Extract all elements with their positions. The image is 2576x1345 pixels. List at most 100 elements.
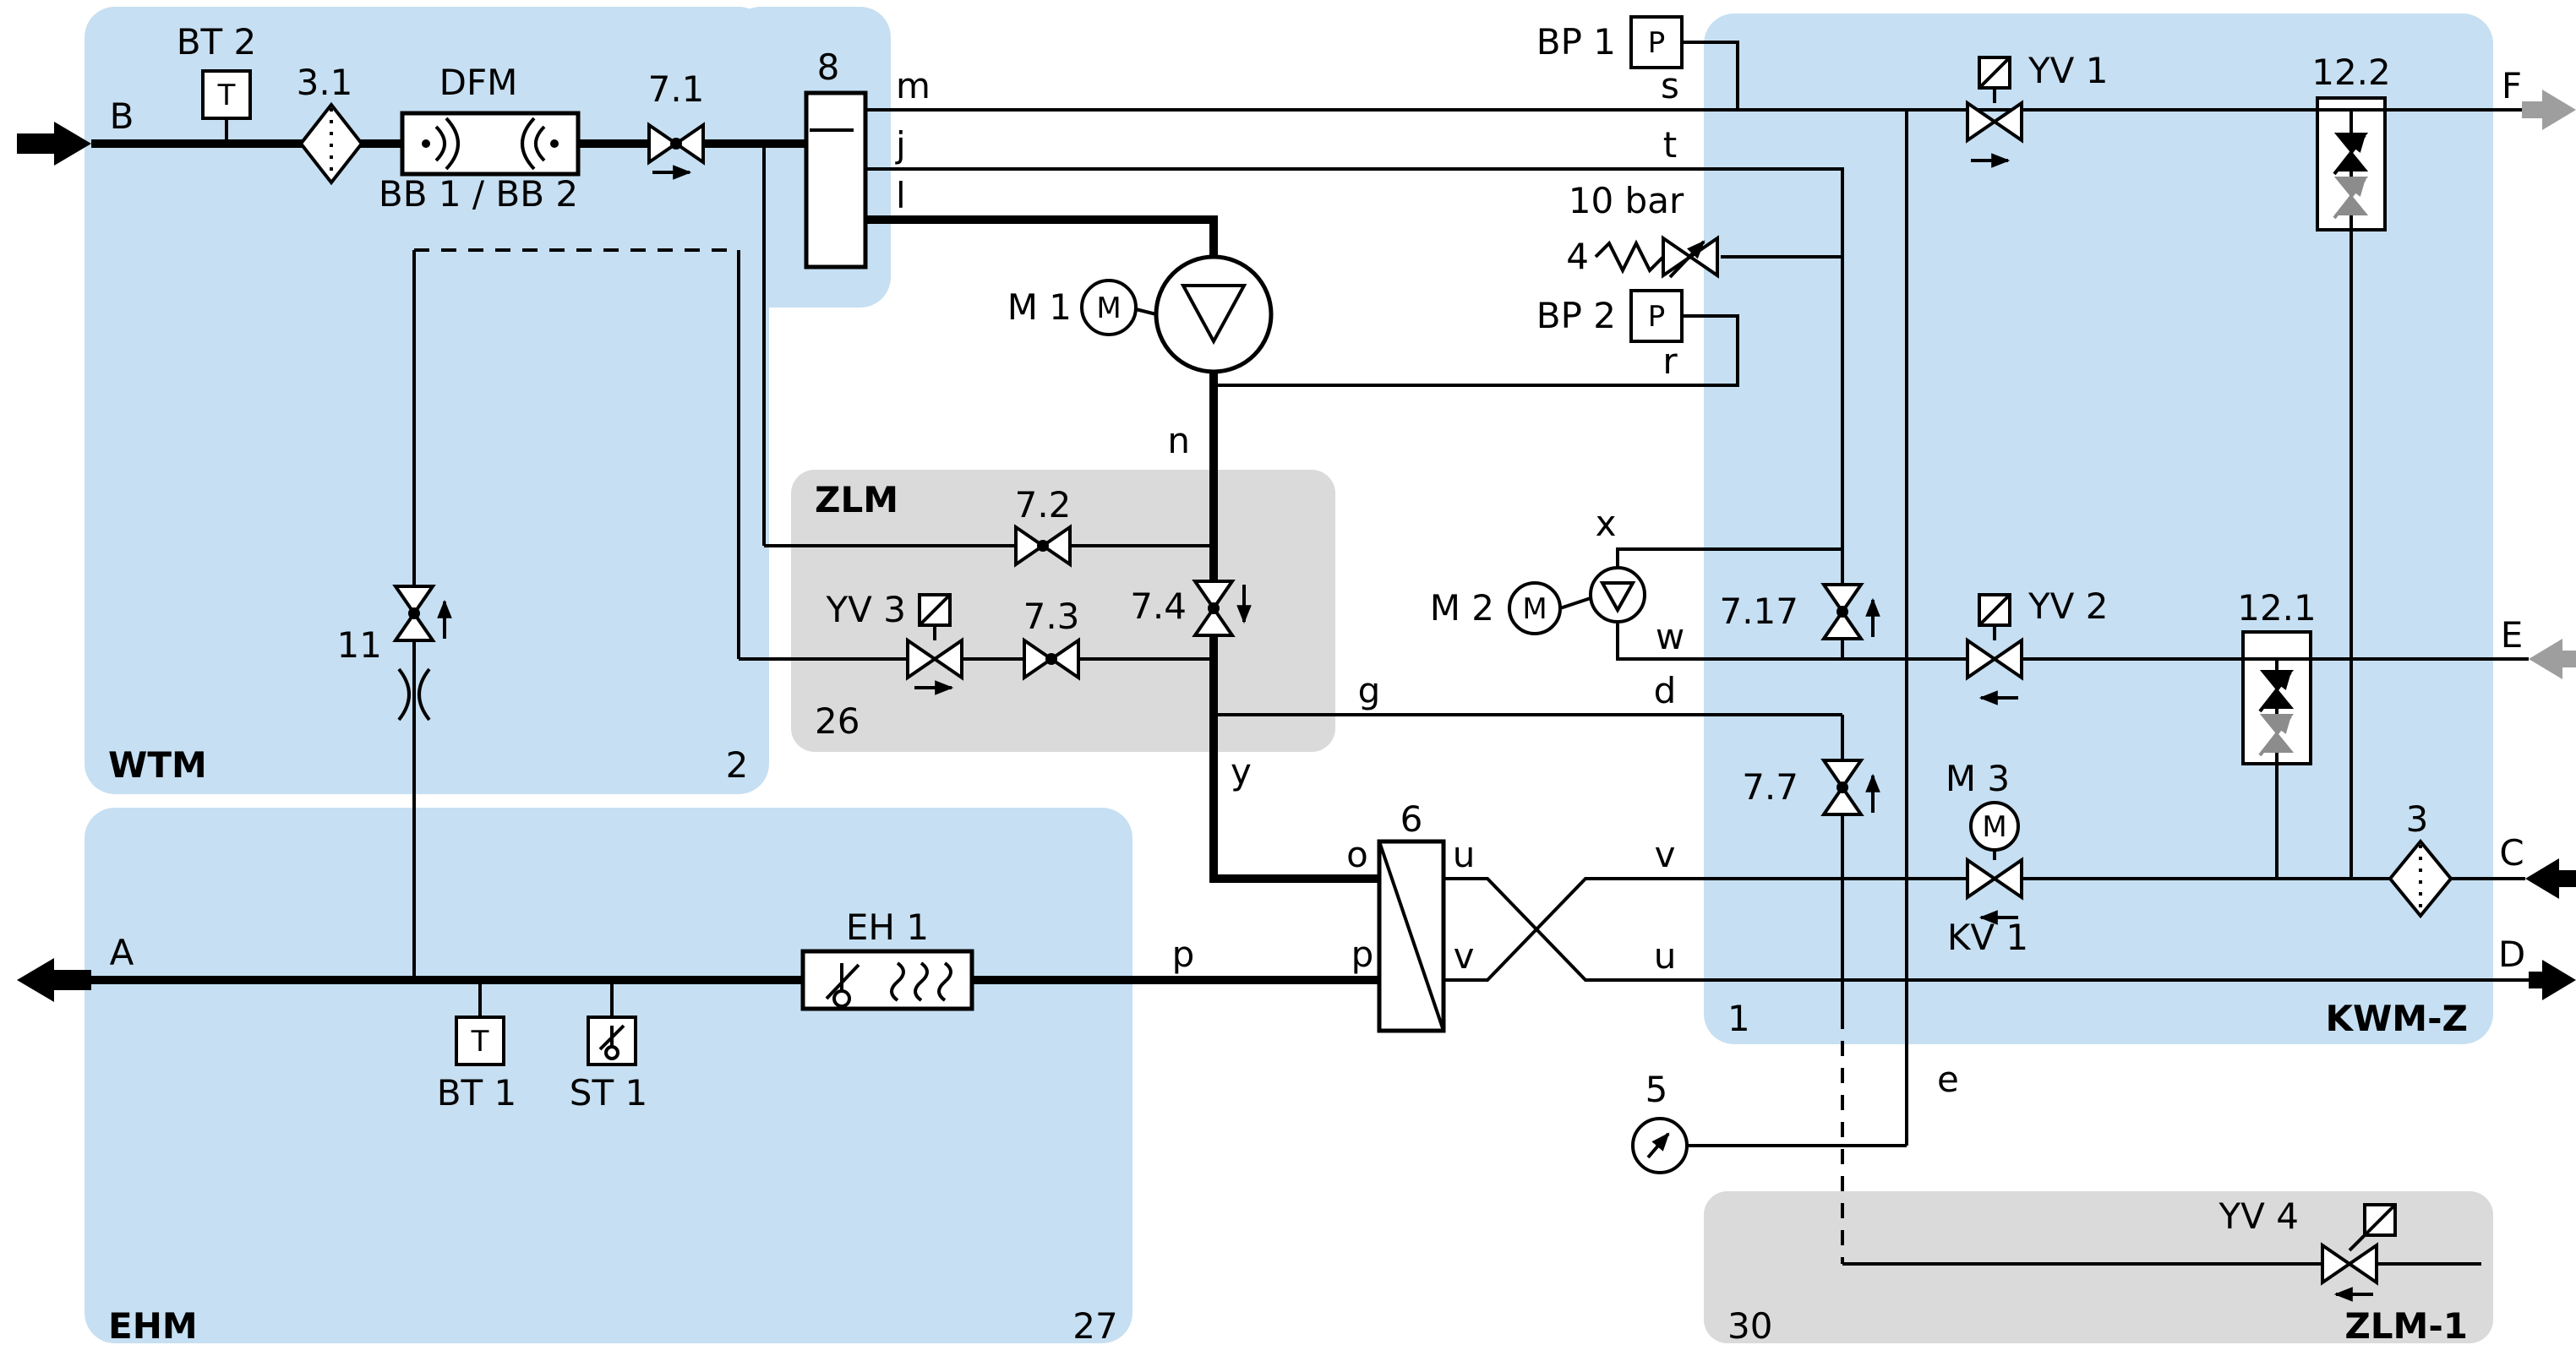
check-unit-12-2 xyxy=(2316,96,2387,231)
motor-m3-letter: M xyxy=(1982,810,2006,844)
flowmeter-dfm xyxy=(400,111,581,177)
line-u-label-1: u xyxy=(1453,834,1476,875)
line-p-label-1: p xyxy=(1172,934,1195,975)
line-v-label-2: v xyxy=(1655,834,1676,875)
gauge-5 xyxy=(1631,1117,1689,1174)
check121-label: 12.1 xyxy=(2237,587,2317,629)
region-zlm1-name: ZLM-1 xyxy=(2344,1305,2468,1345)
pump-m2-label: M 2 xyxy=(1430,587,1494,629)
filter-3-1 xyxy=(298,101,364,186)
sensor-st1 xyxy=(587,1016,637,1066)
line-s-label: s xyxy=(1661,65,1679,106)
yv2-label: YV 2 xyxy=(2028,585,2108,627)
pump-m1-label: M 1 xyxy=(1007,286,1072,328)
dfm-label: DFM xyxy=(439,62,518,103)
valve-7-1 xyxy=(647,122,705,180)
region-kwmz xyxy=(1704,14,2493,1044)
valve-7-2 xyxy=(1014,524,1072,568)
st1-label: ST 1 xyxy=(570,1072,647,1114)
relief-valve-4 xyxy=(1662,235,1719,279)
line-t-label: t xyxy=(1663,124,1677,166)
region-wtm-name: WTM xyxy=(108,744,207,786)
line-j-label: j xyxy=(895,124,906,166)
bp2-label: BP 2 xyxy=(1536,295,1616,336)
check-unit-12-1 xyxy=(2241,630,2312,765)
outflow-arrow-d xyxy=(2529,960,2576,1000)
port-arrows xyxy=(17,90,2576,1002)
port-e: E xyxy=(2501,614,2524,656)
dfm-sublabel: BB 1 / BB 2 xyxy=(379,173,578,215)
line-x-label: x xyxy=(1596,503,1617,544)
line-l-to-pump xyxy=(865,215,1218,257)
bt1-label: BT 1 xyxy=(437,1072,517,1114)
valve74-label: 7.4 xyxy=(1130,585,1187,627)
filter3-label: 3 xyxy=(2406,798,2429,840)
labels: BT 2 T 3.1 DFM BB 1 / BB 2 7.1 8 B m j l… xyxy=(108,21,2525,1345)
line-o-label: o xyxy=(1346,834,1368,875)
sensor-bp2 xyxy=(1629,289,1684,343)
eh1-label: EH 1 xyxy=(846,907,929,948)
region-kwmz-id: 1 xyxy=(1727,998,1750,1039)
region-zlm1 xyxy=(1704,1191,2493,1343)
line-j-t xyxy=(865,167,1844,659)
valve11-label: 11 xyxy=(337,624,382,666)
region-ehm-id: 27 xyxy=(1072,1305,1117,1345)
valve717-label: 7.17 xyxy=(1719,591,1798,632)
yv1-label: YV 1 xyxy=(2028,50,2108,91)
pump-m2 xyxy=(1508,566,1646,635)
valve73-label: 7.3 xyxy=(1023,596,1080,637)
line-r-label: r xyxy=(1662,340,1678,382)
bt1-letter: T xyxy=(471,1025,489,1059)
valve-yv4 xyxy=(2321,1203,2397,1302)
pump-m1 xyxy=(1080,254,1274,374)
valve-7-4 xyxy=(1192,580,1252,637)
line-x xyxy=(1616,547,1842,568)
outflow-arrow-f xyxy=(2522,90,2576,130)
line-d-label: d xyxy=(1654,670,1677,711)
line-e-label: e xyxy=(1937,1059,1959,1100)
pump-m1-letter: M xyxy=(1096,291,1121,325)
yv3-label: YV 3 xyxy=(826,589,906,630)
check122-label: 12.2 xyxy=(2311,52,2391,93)
relief-pressure: 10 bar xyxy=(1569,180,1684,221)
gauge5-label: 5 xyxy=(1645,1069,1668,1110)
line-u-label-2: u xyxy=(1654,935,1677,977)
inflow-arrow-c xyxy=(2525,858,2576,899)
bp2-letter: P xyxy=(1648,300,1666,334)
valve-yv1 xyxy=(1966,56,2023,168)
region-wtm-id: 2 xyxy=(726,744,749,786)
yv4-label: YV 4 xyxy=(2219,1195,2299,1237)
bp1-label: BP 1 xyxy=(1536,21,1616,63)
valve-7-3 xyxy=(1023,637,1080,681)
relief-spring xyxy=(1594,239,1665,275)
line-p-label-2: p xyxy=(1351,934,1374,975)
valve-7-17 xyxy=(1820,583,1880,640)
valve-yv3 xyxy=(906,593,963,695)
heater-eh1 xyxy=(800,949,974,1011)
kv1-label: KV 1 xyxy=(1947,917,2028,958)
sensor-bt2 xyxy=(201,69,252,120)
hx6-label: 6 xyxy=(1400,798,1423,840)
line-v-cross xyxy=(1444,877,1967,982)
relief-label: 4 xyxy=(1566,236,1589,277)
port-d: D xyxy=(2498,934,2525,975)
valve-yv2 xyxy=(1966,593,2023,705)
inflow-arrow-e xyxy=(2529,639,2576,679)
bt2-letter: T xyxy=(217,79,236,112)
bp1-letter: P xyxy=(1648,26,1666,60)
valve-11 xyxy=(392,585,452,722)
bp2-r-link xyxy=(1214,314,1739,387)
region-zlm1-id: 30 xyxy=(1727,1305,1772,1345)
region-kwmz-name: KWM-Z xyxy=(2325,998,2468,1039)
outflow-arrow-a xyxy=(17,958,91,1002)
inflow-arrow-b xyxy=(17,122,91,166)
port-a: A xyxy=(110,932,134,973)
line-m-label: m xyxy=(896,65,931,106)
line-y-label: y xyxy=(1231,751,1252,792)
heat-exchanger-6 xyxy=(1377,839,1446,1033)
pump-m2-letter: M xyxy=(1522,592,1547,626)
flex-joint xyxy=(397,667,431,722)
pipe-network xyxy=(91,41,2529,1266)
valve72-label: 7.2 xyxy=(1015,484,1072,525)
